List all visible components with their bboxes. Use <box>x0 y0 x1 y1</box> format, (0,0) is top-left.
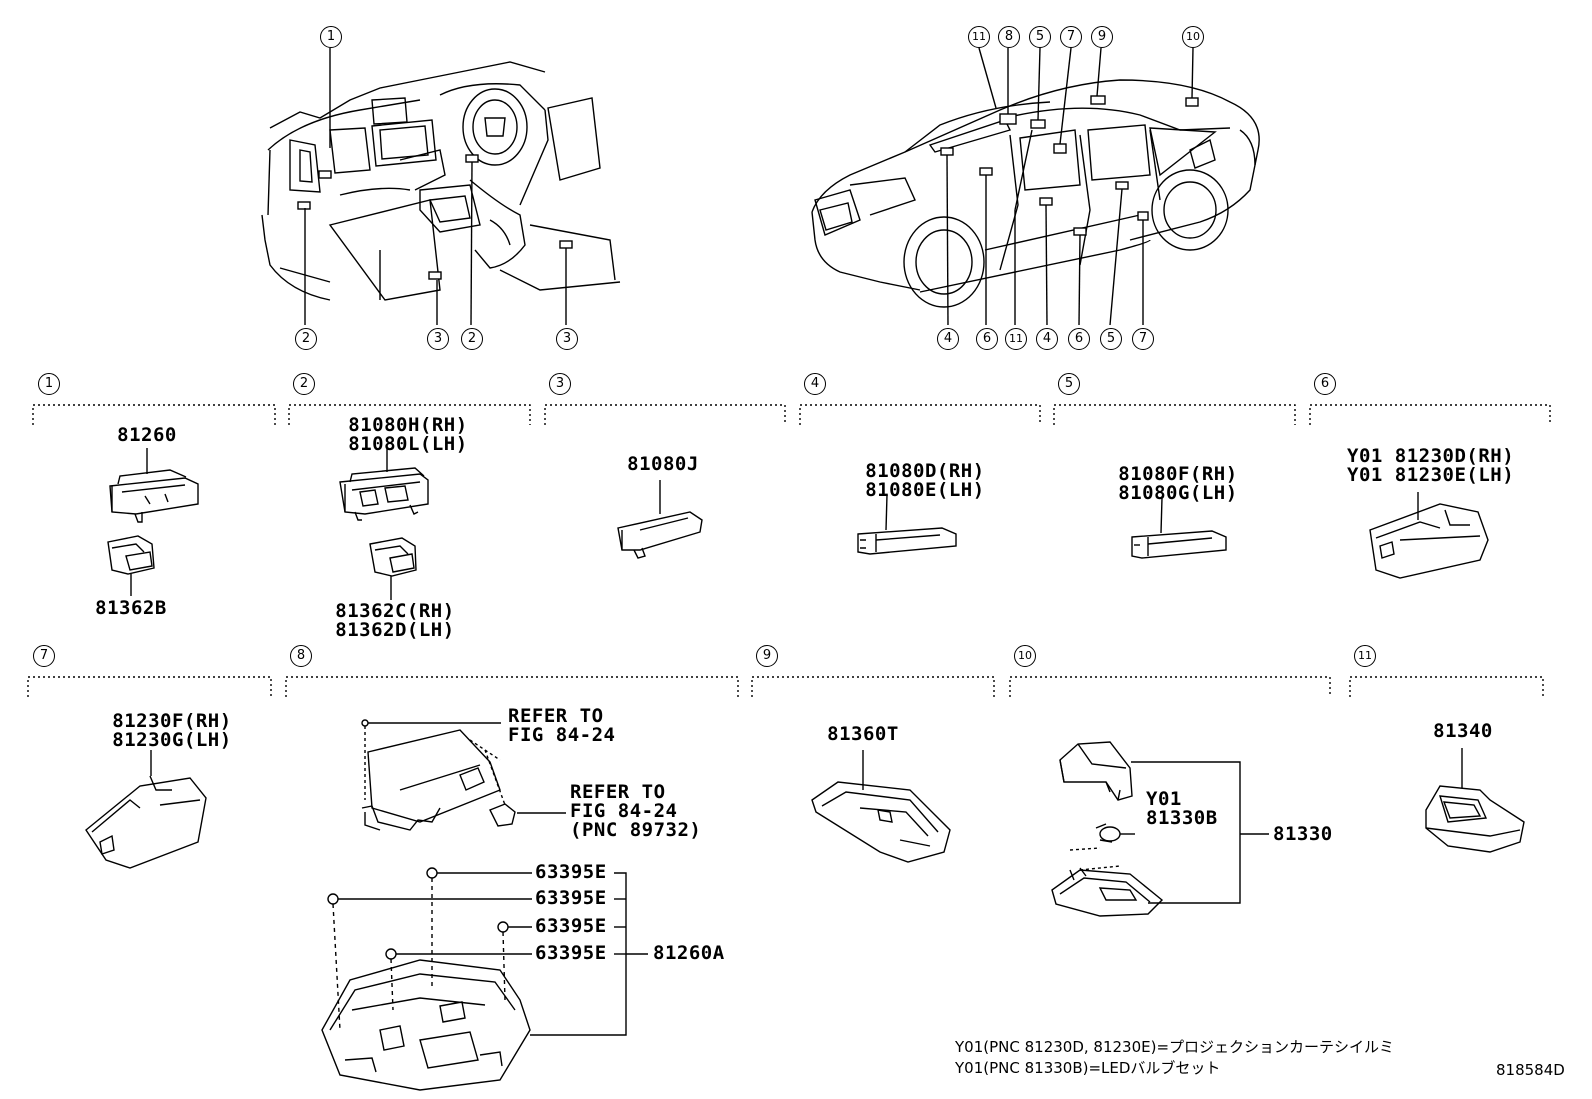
part-number-81362C-81362D: 81362C(RH) 81362D(LH) <box>335 600 455 641</box>
section-11-number: 11 <box>1354 645 1376 667</box>
callout-11: 11 <box>968 26 990 48</box>
note-projection-courtesy-illumination: Y01(PNC 81230D, 81230E)=プロジェクションカーテシイルミ <box>955 1038 1395 1056</box>
part-number-63395E: 63395E <box>535 942 607 964</box>
callout-10: 10 <box>1182 26 1204 48</box>
section-6-number: 6 <box>1314 373 1336 395</box>
callout-11: 11 <box>1005 328 1027 350</box>
part-81230D-sketch <box>1369 492 1489 579</box>
part-number-81230D-81230E: Y01 81230D(RH) Y01 81230E(LH) <box>1347 445 1515 486</box>
callout-1: 1 <box>320 26 342 48</box>
section-8-number: 8 <box>290 645 312 667</box>
callout-2: 2 <box>295 328 317 350</box>
callout-4: 4 <box>1036 328 1058 350</box>
callout-8: 8 <box>998 26 1020 48</box>
callout-7: 7 <box>1060 26 1082 48</box>
part-81080D-sketch <box>857 494 957 555</box>
section-4-number: 4 <box>804 373 826 395</box>
part-number-81330: 81330 <box>1273 823 1333 845</box>
part-number-63395E: 63395E <box>535 861 607 883</box>
callout-4: 4 <box>937 328 959 350</box>
part-number-63395E: 63395E <box>535 887 607 909</box>
part-number-81260: 81260 <box>117 424 177 446</box>
section-2-number: 2 <box>293 373 315 395</box>
part-81080F-sketch <box>1131 497 1227 559</box>
part-number-81230F-81230G: 81230F(RH) 81230G(LH) <box>112 710 232 751</box>
part-81330-sketch <box>1051 741 1269 917</box>
refer-to-fig-84-24-pnc-89732: REFER TO FIG 84-24 (PNC 89732) <box>570 781 702 841</box>
callout-3: 3 <box>427 328 449 350</box>
part-81230F-sketch <box>85 750 207 869</box>
part-81362C-sketch <box>369 537 417 600</box>
callout-9: 9 <box>1091 26 1113 48</box>
callout-6: 6 <box>1068 328 1090 350</box>
section-5-number: 5 <box>1058 373 1080 395</box>
callout-3: 3 <box>556 328 578 350</box>
section-1-number: 1 <box>38 373 60 395</box>
part-number-81362B: 81362B <box>95 597 167 619</box>
part-81362B-sketch <box>107 535 155 596</box>
part-81260-sketch <box>109 448 199 523</box>
part-number-63395E: 63395E <box>535 915 607 937</box>
refer-to-fig-84-24: REFER TO FIG 84-24 <box>508 705 616 746</box>
section-9-number: 9 <box>756 645 778 667</box>
callout-6: 6 <box>976 328 998 350</box>
part-81260A-sketch <box>321 719 648 1091</box>
part-number-81080D-81080E: 81080D(RH) 81080E(LH) <box>865 460 985 501</box>
note-led-bulb-set: Y01(PNC 81330B)=LEDバルブセット <box>955 1059 1221 1077</box>
part-number-81360T: 81360T <box>827 723 899 745</box>
part-81360T-sketch <box>811 750 951 863</box>
callout-5: 5 <box>1100 328 1122 350</box>
section-3-number: 3 <box>549 373 571 395</box>
callout-7: 7 <box>1132 328 1154 350</box>
section-brackets <box>27 404 1551 697</box>
figure-id: 818584D <box>1496 1061 1565 1079</box>
callout-2: 2 <box>461 328 483 350</box>
part-81340-sketch <box>1425 748 1525 853</box>
part-81080H-sketch <box>339 447 429 521</box>
car-illustration <box>811 47 1260 326</box>
part-number-81080J: 81080J <box>627 453 699 475</box>
part-number-81080H-81080L: 81080H(RH) 81080L(LH) <box>348 414 468 455</box>
part-number-81260A: 81260A <box>653 942 725 964</box>
part-number-81080F-81080G: 81080F(RH) 81080G(LH) <box>1118 463 1238 504</box>
part-81080J-sketch <box>617 480 703 559</box>
section-10-number: 10 <box>1014 645 1036 667</box>
dashboard-illustration <box>261 48 621 326</box>
callout-5: 5 <box>1029 26 1051 48</box>
part-number-81340: 81340 <box>1433 720 1493 742</box>
section-7-number: 7 <box>33 645 55 667</box>
part-number-81330B: Y01 81330B <box>1146 788 1218 829</box>
